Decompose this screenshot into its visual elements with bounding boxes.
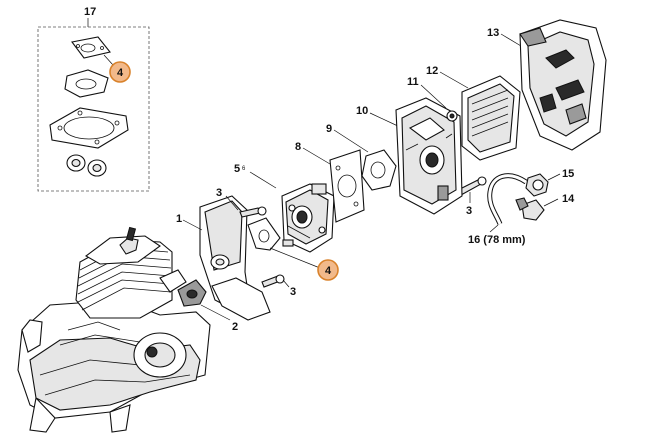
label-5: 5 — [234, 163, 240, 175]
part-16-hose — [487, 173, 528, 233]
label-17: 17 — [84, 6, 96, 18]
label-15: 15 — [562, 168, 574, 180]
leader-1 — [182, 219, 203, 231]
leader-5 — [249, 171, 277, 189]
label-10: 10 — [356, 105, 368, 117]
label-9: 9 — [326, 123, 332, 135]
part-2-boot — [177, 279, 231, 321]
kit-base-gasket — [49, 107, 129, 149]
kit-oil-seals — [66, 154, 107, 177]
part-10-filter-base — [369, 97, 463, 215]
part-13-filter-cover — [500, 19, 607, 151]
label-6-sub: 6 — [242, 166, 246, 172]
label-12: 12 — [426, 65, 438, 77]
part-15-fitting — [525, 173, 561, 197]
label-3-right: 3 — [466, 205, 472, 217]
label-16: 16 (78 mm) — [468, 234, 526, 246]
callout-4-top: 4 — [109, 61, 131, 83]
screw-3-lower — [261, 274, 290, 288]
part-1-manifold — [182, 195, 271, 321]
part-5-carburetor — [249, 171, 335, 253]
engine-block — [17, 226, 211, 433]
part-12-filter-element — [439, 71, 521, 161]
callout-4-bottom: 4 — [317, 259, 339, 281]
callout-4-top-label: 4 — [117, 67, 124, 79]
leader-13 — [500, 33, 522, 47]
label-8: 8 — [295, 141, 301, 153]
leader-12 — [439, 71, 469, 89]
leader-9 — [333, 129, 369, 153]
part-4-gasket — [247, 217, 321, 269]
leader-8 — [302, 147, 331, 165]
label-2: 2 — [232, 321, 238, 333]
kit-small-gasket — [71, 36, 114, 66]
screw-3-upper — [225, 195, 267, 218]
callout-4-bottom-label: 4 — [325, 265, 332, 277]
label-14: 14 — [562, 193, 575, 205]
label-1: 1 — [176, 213, 182, 225]
callout-4-bottom-circle — [317, 259, 339, 281]
leader-10 — [369, 112, 401, 128]
callout-4-top-circle — [109, 61, 131, 83]
kit-flange-gasket — [64, 69, 109, 98]
leader-2 — [200, 304, 231, 321]
label-13: 13 — [487, 27, 499, 39]
label-3-lower: 3 — [290, 286, 296, 298]
part-9-gasket — [333, 129, 397, 191]
part-8-plate — [302, 147, 365, 223]
leader-11 — [420, 84, 447, 109]
part-11-nut — [420, 84, 458, 122]
part-14-valve — [515, 197, 559, 221]
label-3-upper: 3 — [216, 187, 222, 199]
label-11: 11 — [407, 76, 419, 88]
gasket-kit-box — [37, 18, 150, 192]
